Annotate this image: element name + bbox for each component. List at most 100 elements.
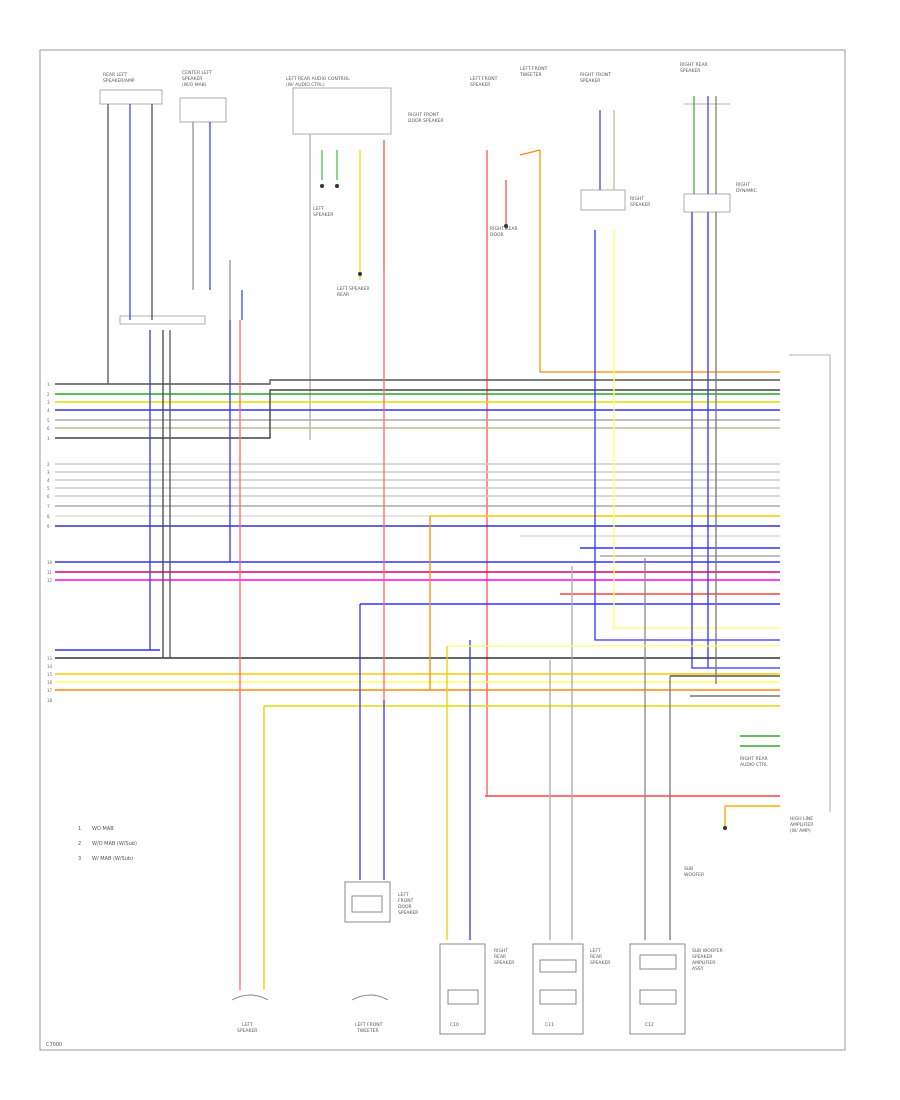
left-pin-number: 8	[47, 514, 50, 519]
svg-text:SPEAKER: SPEAKER	[580, 78, 600, 84]
svg-text:SPEAKER: SPEAKER	[692, 954, 712, 960]
left-pin-number: 5	[47, 486, 50, 491]
left-pin-number: 1	[47, 436, 50, 441]
left-pin-number: 2	[47, 462, 50, 467]
left-pin-number: 1	[47, 382, 50, 387]
left-pin-number: 7	[47, 504, 50, 509]
left-pin-number: 2	[47, 392, 50, 397]
svg-text:LEFT: LEFT	[313, 206, 324, 212]
left-pin-number: 15	[47, 672, 53, 677]
svg-text:AMPLIFIER: AMPLIFIER	[790, 822, 813, 828]
svg-text:RIGHT REAR: RIGHT REAR	[680, 62, 708, 68]
left-pin-number: 3	[47, 470, 50, 475]
left-pin-number: 9	[47, 524, 50, 529]
splice-points	[320, 184, 727, 830]
svg-text:AUDIO CTRL: AUDIO CTRL	[740, 762, 768, 768]
left-pin-number: 13	[47, 656, 53, 661]
svg-text:SPEAKER: SPEAKER	[680, 68, 700, 74]
legend-text-2: W/O MAB (W/Sub)	[92, 841, 137, 847]
svg-text:REAR: REAR	[494, 954, 506, 960]
svg-text:ASSY: ASSY	[692, 966, 704, 972]
top-labels: REAR LEFT SPEAKER/AMP CENTER LEFT SPEAKE…	[103, 62, 757, 298]
left-pin-number: 3	[47, 400, 50, 405]
svg-text:SPEAKER: SPEAKER	[237, 1028, 257, 1034]
svg-text:SPEAKER: SPEAKER	[590, 960, 610, 966]
left-pin-number: 17	[47, 688, 53, 693]
svg-text:RIGHT FRONT: RIGHT FRONT	[408, 112, 439, 118]
left-pin-number: 5	[47, 418, 50, 423]
top-components	[99, 87, 831, 812]
diagram-border	[39, 49, 846, 1051]
svg-text:REAR LEFT: REAR LEFT	[103, 72, 127, 78]
svg-text:LEFT FRONT: LEFT FRONT	[470, 76, 498, 82]
svg-text:HIGH LINE: HIGH LINE	[790, 816, 813, 822]
left-pin-number: 11	[47, 570, 53, 575]
connector-id-c11: C11	[545, 1022, 554, 1028]
svg-text:SPEAKER: SPEAKER	[470, 82, 490, 88]
svg-text:RIGHT: RIGHT	[630, 196, 644, 202]
svg-text:REAR: REAR	[337, 292, 349, 298]
svg-text:DOOR SPEAKER: DOOR SPEAKER	[408, 118, 444, 124]
left-pin-number: 4	[47, 408, 50, 413]
legend-key-1: 1	[78, 826, 81, 832]
left-pin-number: 18	[47, 698, 53, 703]
footer-code: C7000	[46, 1042, 62, 1048]
svg-text:RIGHT REAR: RIGHT REAR	[490, 226, 518, 232]
svg-text:WOOFER: WOOFER	[684, 872, 704, 878]
svg-text:SPEAKER: SPEAKER	[494, 960, 514, 966]
svg-text:TWEETER: TWEETER	[356, 1028, 379, 1034]
svg-text:DYNAMIC: DYNAMIC	[736, 188, 757, 194]
svg-text:SPEAKER/AMP: SPEAKER/AMP	[103, 78, 135, 84]
legend-text-3: W/ MAB (W/Sub)	[92, 856, 133, 862]
svg-text:RIGHT: RIGHT	[736, 182, 750, 188]
left-pin-number: 14	[47, 664, 53, 669]
bottom-components	[231, 881, 686, 1035]
svg-text:SPEAKER: SPEAKER	[630, 202, 650, 208]
svg-text:SUB: SUB	[684, 866, 693, 872]
svg-text:SUB WOOFER: SUB WOOFER	[692, 948, 723, 954]
svg-text:DOOR: DOOR	[398, 904, 412, 910]
svg-text:LEFT REAR AUDIO CONTROL: LEFT REAR AUDIO CONTROL	[286, 76, 350, 82]
svg-text:LEFT: LEFT	[590, 948, 601, 954]
left-pin-number: 4	[47, 478, 50, 483]
svg-text:RIGHT FRONT: RIGHT FRONT	[580, 72, 611, 78]
svg-text:TWEETER: TWEETER	[519, 72, 542, 78]
svg-text:(W/O MAB): (W/O MAB)	[182, 82, 207, 88]
connector-id-c12: C12	[645, 1022, 654, 1028]
bottom-labels: LEFT SPEAKER LEFT FRONT TWEETER LEFT FRO…	[237, 756, 813, 1034]
svg-text:LEFT: LEFT	[242, 1022, 253, 1028]
vertical-wires-top	[107, 96, 780, 796]
svg-text:SPEAKER: SPEAKER	[398, 910, 418, 916]
svg-text:FRONT: FRONT	[398, 898, 414, 904]
svg-text:(W/ AUDIO CTRL): (W/ AUDIO CTRL)	[286, 82, 325, 88]
legend-text-1: WO MAB	[92, 826, 114, 832]
left-pin-number: 10	[47, 560, 53, 565]
left-pin-number: 16	[47, 680, 53, 685]
svg-text:RIGHT: RIGHT	[494, 948, 508, 954]
svg-text:CENTER LEFT: CENTER LEFT	[182, 70, 212, 76]
left-pin-number: 12	[47, 578, 53, 583]
svg-text:LEFT FRONT: LEFT FRONT	[355, 1022, 383, 1028]
svg-text:SPEAKER: SPEAKER	[313, 212, 333, 218]
svg-text:DOOR: DOOR	[490, 232, 504, 238]
svg-text:RIGHT REAR: RIGHT REAR	[740, 756, 768, 762]
connector-ids: C10 C11 C12	[450, 1022, 654, 1028]
svg-text:SPEAKER: SPEAKER	[182, 76, 202, 82]
connector-id-c10: C10	[450, 1022, 459, 1028]
vertical-wires-bottom	[149, 212, 780, 990]
svg-text:AMPLIFIER: AMPLIFIER	[692, 960, 715, 966]
svg-text:LEFT FRONT: LEFT FRONT	[520, 66, 548, 72]
svg-text:LEFT SPEAKER: LEFT SPEAKER	[337, 286, 369, 292]
legend-key-2: 2	[78, 841, 81, 847]
harness-bus	[55, 379, 780, 826]
svg-text:LEFT: LEFT	[398, 892, 409, 898]
left-pin-number: 6	[47, 494, 50, 499]
legend-key-3: 3	[78, 856, 81, 862]
left-pin-number: 6	[47, 426, 50, 431]
legend: 1 WO MAB 2 W/O MAB (W/Sub) 3 W/ MAB (W/S…	[78, 826, 137, 862]
svg-text:(W/ AMP): (W/ AMP)	[790, 828, 811, 834]
svg-text:REAR: REAR	[590, 954, 602, 960]
